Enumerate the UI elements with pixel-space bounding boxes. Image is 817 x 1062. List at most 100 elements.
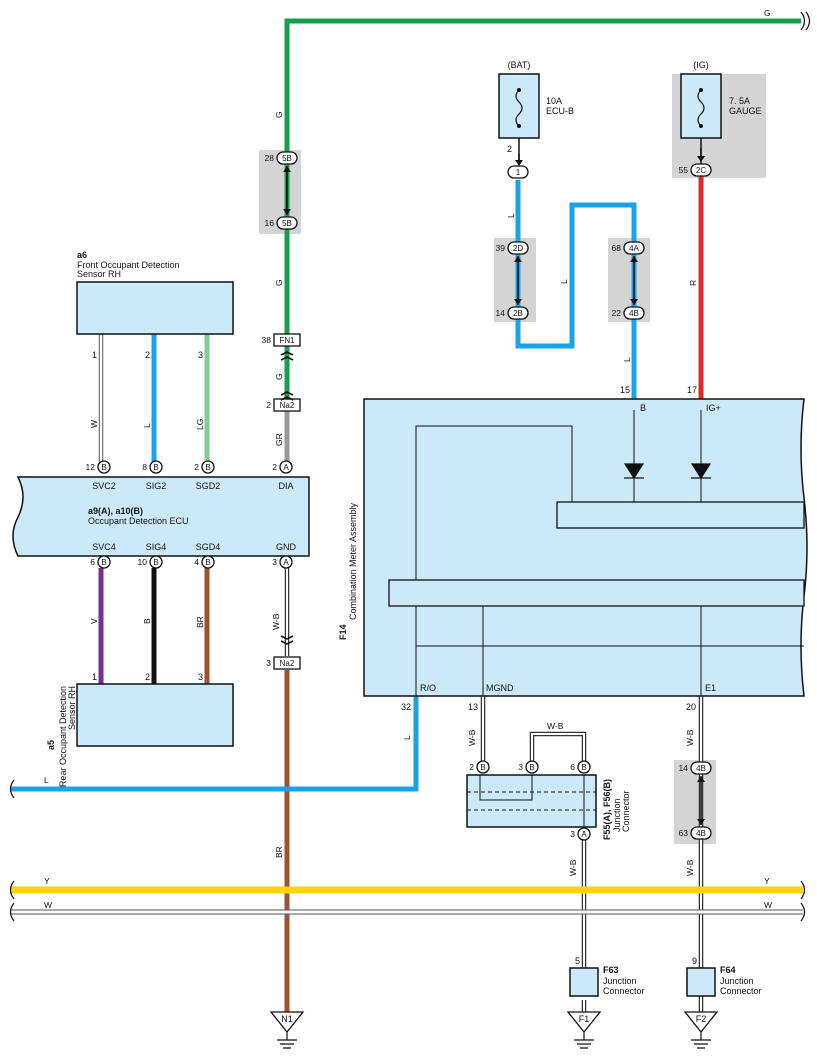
svg-text:28: 28 xyxy=(265,153,275,163)
fuse-ig-name: GAUGE xyxy=(729,106,762,116)
f55-bottom-pin: A3 xyxy=(570,827,591,841)
fuse-gauge xyxy=(680,73,722,164)
wire-label-wb-f64: W-B xyxy=(685,859,695,876)
ground-n1: N1 xyxy=(269,1011,305,1049)
pin-svc2: SVC2 xyxy=(92,481,116,491)
fuse-ig-header: (IG) xyxy=(693,60,709,70)
wire-label-y-left: Y xyxy=(44,876,50,886)
f63-pin: 5 xyxy=(575,956,580,966)
svg-text:B: B xyxy=(205,463,210,472)
fuse-bat-rating: 10A xyxy=(546,96,562,106)
f63-line1: Junction xyxy=(603,976,637,986)
svg-text:38: 38 xyxy=(262,335,272,345)
wire-label-gr: GR xyxy=(274,433,284,446)
svg-text:B: B xyxy=(205,558,210,567)
svg-text:39: 39 xyxy=(496,243,506,253)
pin-sig4: SIG4 xyxy=(146,542,167,552)
svg-text:4B: 4B xyxy=(629,309,639,318)
break-y-right xyxy=(800,880,806,922)
f64-code: F64 xyxy=(720,965,736,975)
svg-text:4B: 4B xyxy=(696,764,706,773)
wire-label-g2: G xyxy=(274,279,284,286)
svg-text:3: 3 xyxy=(272,557,277,567)
svg-text:16: 16 xyxy=(265,218,275,228)
wire-label-y-right: Y xyxy=(764,876,770,886)
pin-svc4: SVC4 xyxy=(92,542,116,552)
ground-label-f1: F1 xyxy=(579,1014,590,1024)
wire-label-w-left: W xyxy=(44,900,52,910)
svg-text:4B: 4B xyxy=(696,829,706,838)
break-g-top xyxy=(800,11,811,31)
fuse-ig-rating: 7. 5A xyxy=(729,96,750,106)
a5-pin-2: 2 xyxy=(145,672,150,682)
ground-f2: F2 xyxy=(683,1011,719,1049)
f55-line1: Junction xyxy=(612,798,622,832)
ground-f1: F1 xyxy=(566,1011,602,1049)
pin-meter-ro: R/O xyxy=(420,683,436,693)
a5-pin-3: 3 xyxy=(198,672,203,682)
svg-text:B: B xyxy=(480,763,485,772)
a6-pin-3: 3 xyxy=(198,350,203,360)
wire-label-l-loop: L xyxy=(559,279,569,284)
ecu-bottom-pin-2: B4 xyxy=(194,555,215,569)
a5-code: a5 xyxy=(46,740,56,750)
meter-box xyxy=(363,398,808,697)
svg-text:12: 12 xyxy=(86,462,96,472)
f63-code: F63 xyxy=(603,965,619,975)
wire-g-top xyxy=(284,18,803,400)
f14-code: F14 xyxy=(338,624,348,640)
wire-label-g3: G xyxy=(274,373,284,380)
wire-label-wb-jumper: W-B xyxy=(547,721,564,731)
break-y-left xyxy=(9,880,15,922)
f64-junction-box xyxy=(686,967,716,997)
connector-1: 1 xyxy=(507,165,529,179)
svg-text:8: 8 xyxy=(142,462,147,472)
ecu-name: Occupant Detection ECU xyxy=(88,516,189,526)
a6-pin-2: 2 xyxy=(145,350,150,360)
wire-label-l-bat: L xyxy=(506,213,516,218)
meter-pin-15: 15 xyxy=(620,385,630,395)
pin-sgd2: SGD2 xyxy=(196,481,221,491)
f64-line1: Junction xyxy=(720,976,754,986)
svg-text:68: 68 xyxy=(612,243,622,253)
svg-text:1: 1 xyxy=(516,168,521,177)
svg-text:2: 2 xyxy=(266,400,271,410)
a5-line1: Rear Occupant Detection xyxy=(58,686,68,787)
svg-text:B: B xyxy=(101,463,106,472)
pin-sig2: SIG2 xyxy=(146,481,167,491)
f55-top-pin-1: B3 xyxy=(518,760,539,774)
svg-text:3: 3 xyxy=(266,658,271,668)
a5-sensor-box xyxy=(76,683,234,747)
svg-text:5B: 5B xyxy=(282,219,292,228)
svg-text:A: A xyxy=(581,830,587,839)
svg-text:2: 2 xyxy=(469,762,474,772)
diode-b xyxy=(623,463,645,480)
f55-code: F55(A), F56(B) xyxy=(602,779,612,840)
svg-text:55: 55 xyxy=(679,165,689,175)
fuse-bat-pin: 2 xyxy=(507,144,512,154)
ecu-top-pin-1: B8 xyxy=(142,460,163,474)
svg-text:Na2: Na2 xyxy=(280,401,295,410)
ecu-top-pin-3: A2 xyxy=(272,460,293,474)
svg-text:A: A xyxy=(283,463,289,472)
svg-text:4: 4 xyxy=(194,557,199,567)
svg-text:2D: 2D xyxy=(513,244,523,253)
svg-text:B: B xyxy=(153,463,158,472)
svg-text:10: 10 xyxy=(138,557,148,567)
wire-label-w: W xyxy=(89,420,99,428)
wire-label-l-bus: L xyxy=(44,775,49,785)
svg-text:B: B xyxy=(529,763,534,772)
pin-dia: DIA xyxy=(278,481,293,491)
svg-text:6: 6 xyxy=(90,557,95,567)
svg-text:B: B xyxy=(581,763,586,772)
svg-text:B: B xyxy=(153,558,158,567)
pin-meter-mgnd: MGND xyxy=(486,683,514,693)
wire-label-br-n1: BR xyxy=(274,846,284,858)
svg-text:2: 2 xyxy=(194,462,199,472)
pin-sgd4: SGD4 xyxy=(196,542,221,552)
f63-junction-box xyxy=(569,967,599,997)
